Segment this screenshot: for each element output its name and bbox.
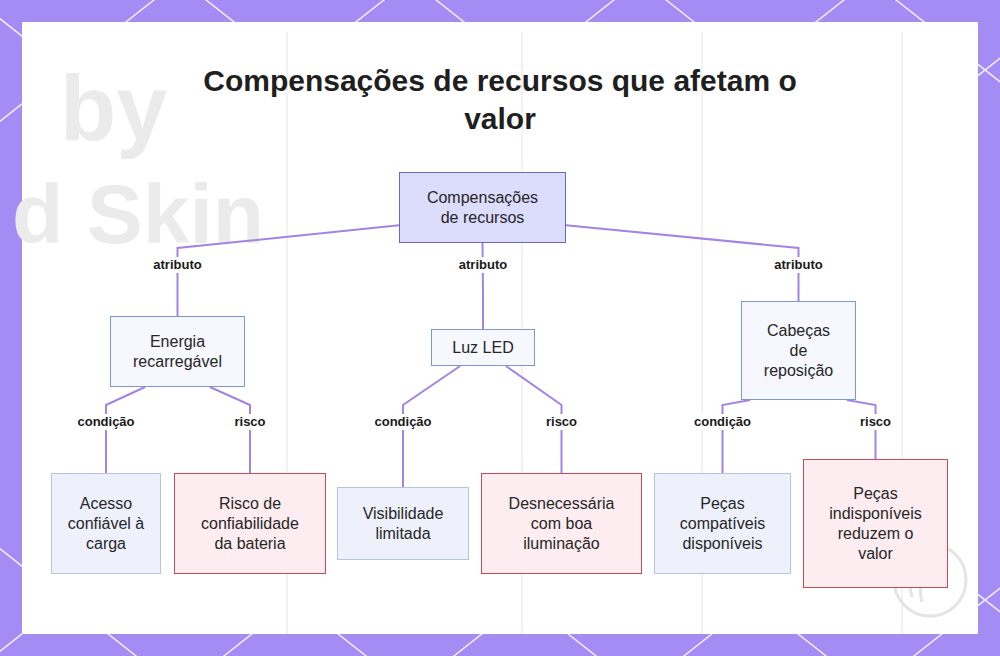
concept-box: Energia recarregável [110, 316, 245, 387]
connector-line [178, 225, 400, 316]
node-text: Visibilidade limitada [348, 504, 458, 544]
edge-label: condição [372, 414, 433, 430]
node-text: Peças compatíveis disponíveis [675, 494, 771, 554]
concept-box: Risco de confiabilidade da bateria [174, 473, 326, 574]
concept-box: Visibilidade limitada [337, 487, 469, 560]
node-text: Energia recarregável [123, 332, 233, 372]
connector-line [482, 243, 485, 329]
concept-box: Peças indisponíveis reduzem o valor [803, 459, 948, 588]
edge-label: risco [858, 414, 893, 430]
edge-label: condição [75, 414, 136, 430]
edge-label: atributo [151, 257, 203, 273]
node-text: Luz LED [452, 338, 513, 358]
root-box: Compensações de recursos [399, 172, 566, 243]
diagram-title: Compensações de recursos que afetam o va… [200, 62, 800, 138]
concept-box: Luz LED [431, 329, 535, 366]
concept-box: Peças compatíveis disponíveis [654, 473, 791, 574]
node-text: Desnecessária com boa iluminação [502, 494, 622, 554]
edge-label: condição [692, 414, 753, 430]
node-text: Compensações de recursos [424, 188, 542, 228]
connector-line [210, 387, 250, 473]
concept-box: Acesso confiável à carga [51, 473, 161, 574]
node-text: Risco de confiabilidade da bateria [191, 494, 309, 554]
faded-watermark-text: by [60, 62, 167, 154]
node-text: Cabeças de reposição [759, 321, 839, 381]
edge-label: atributo [772, 257, 824, 273]
edge-label: risco [544, 414, 579, 430]
edge-label: atributo [457, 257, 509, 273]
node-text: Acesso confiável à carga [66, 494, 146, 554]
connector-line [566, 225, 799, 301]
concept-box: Cabeças de reposição [741, 301, 856, 400]
concept-box: Desnecessária com boa iluminação [481, 473, 642, 574]
node-text: Peças indisponíveis reduzem o valor [825, 484, 927, 564]
edge-label: risco [232, 414, 267, 430]
connector-line [723, 400, 751, 473]
connector-line [106, 387, 145, 473]
